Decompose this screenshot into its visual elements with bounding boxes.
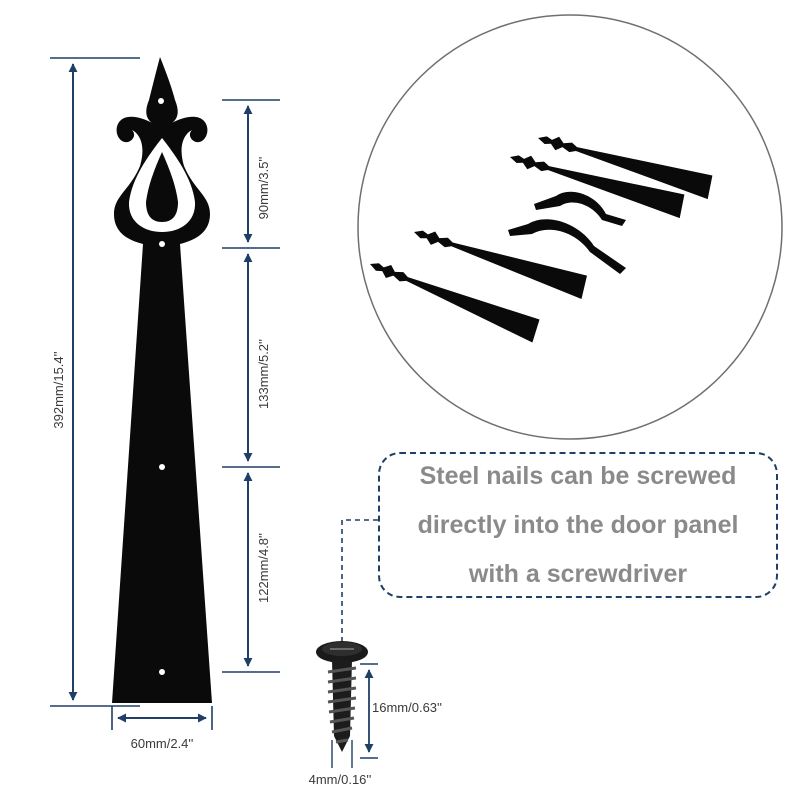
section-dimensions: 90mm/3.5'' 133mm/5.2'' 122mm/4.8'' bbox=[222, 99, 280, 673]
hinge-set-circle bbox=[357, 14, 783, 440]
screw-icon bbox=[316, 641, 368, 752]
callout-line-2: directly into the door panel bbox=[417, 510, 739, 539]
screw-length-dimension: 16mm/0.63'' bbox=[360, 663, 442, 759]
screw-length-label: 16mm/0.63'' bbox=[372, 700, 442, 715]
callout-line-1: Steel nails can be screwed bbox=[419, 461, 737, 490]
decorative-strap-hinge-icon bbox=[112, 57, 212, 703]
screw-diameter-label: 4mm/0.16'' bbox=[309, 772, 372, 787]
callout-leader-line bbox=[341, 519, 378, 648]
width-dimension: 60mm/2.4'' bbox=[111, 706, 213, 751]
handle-icon bbox=[508, 191, 626, 274]
top-section-label: 90mm/3.5'' bbox=[256, 157, 271, 220]
total-length-dimension: 392mm/15.4'' bbox=[50, 57, 140, 707]
total-length-label: 392mm/15.4'' bbox=[51, 351, 66, 428]
width-label: 60mm/2.4'' bbox=[131, 736, 194, 751]
lower-section-label: 122mm/4.8'' bbox=[256, 533, 271, 603]
middle-section-label: 133mm/5.2'' bbox=[256, 339, 271, 409]
screw-callout-box: Steel nails can be screwed directly into… bbox=[378, 452, 778, 598]
callout-line-3: with a screwdriver bbox=[468, 559, 688, 588]
screw-diameter-dimension: 4mm/0.16'' bbox=[309, 740, 372, 787]
